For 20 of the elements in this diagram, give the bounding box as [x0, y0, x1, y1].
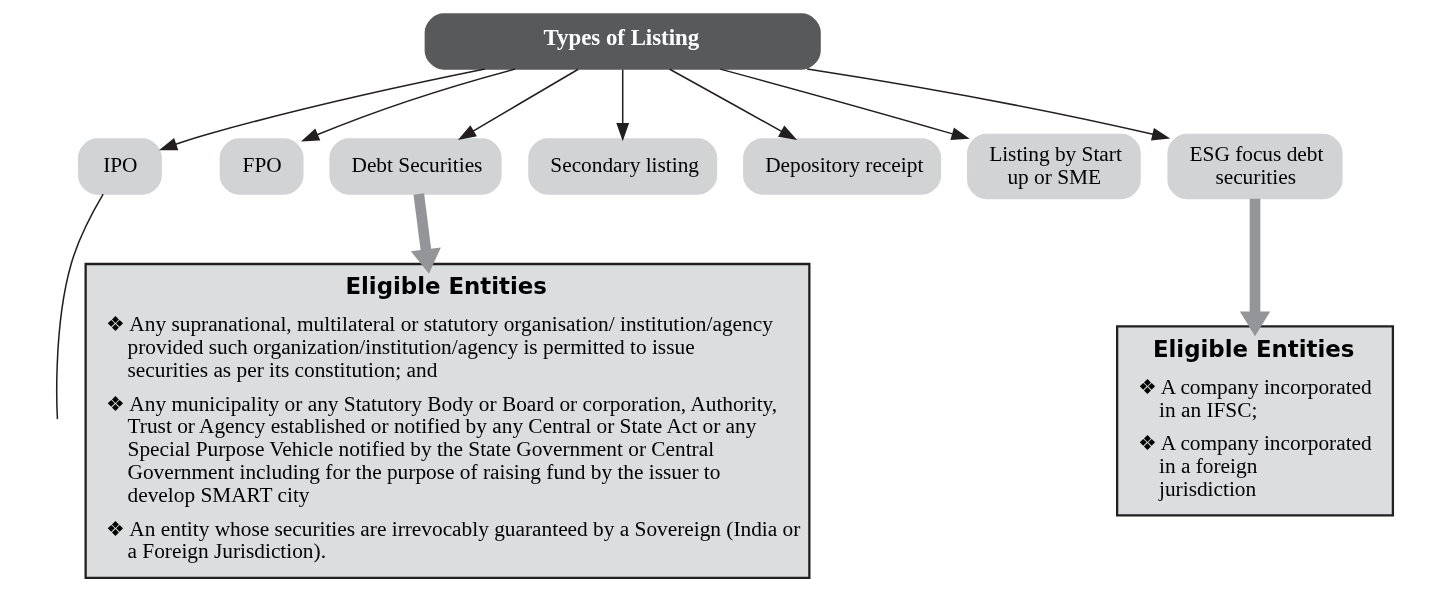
node-box: Debt Securities [328, 138, 502, 195]
arrow [615, 68, 629, 142]
arrow [410, 193, 441, 274]
node-box: Eligible Entities ❖ Any supranational, multilateral or statutory organisation/ institution/agency provided such organization/institution/agency is permitted to issue securities as per its constitution; and ❖ Any municipality or any Statutory Body or Board or corporation, Authority, Trust or Agency established or notified by any Central or State Act or any Special Purpose Vehicle notified by the State Government or Central Government including for the purpose of raising fund by the issuer to develop SMART city ❖ An entity whose securities are irrevocably guaranteed by a Sovereign (India or a Foreign Jurisdiction). [84, 262, 810, 579]
arrow [719, 68, 970, 140]
arrow [300, 68, 516, 142]
node-box: Depository receipt [742, 138, 941, 195]
node-box: FPO [219, 138, 303, 195]
node-box: Eligible Entities ❖ A company incorporated in an IFSC; ❖ A company incorporated in a foreign jurisdiction [1115, 325, 1394, 517]
arrow [668, 68, 797, 140]
arrow [805, 68, 1170, 141]
arrow [1239, 198, 1270, 337]
node-box: IPO [77, 138, 162, 195]
arrow [457, 68, 579, 141]
node-box: ESG focus debt securities [1166, 133, 1343, 200]
node-box: Secondary listing [527, 138, 717, 195]
node-box: Types of Listing [424, 13, 821, 70]
arrow [158, 68, 486, 151]
connector [55, 193, 104, 420]
node-box: Listing by Start up or SME [966, 133, 1141, 200]
